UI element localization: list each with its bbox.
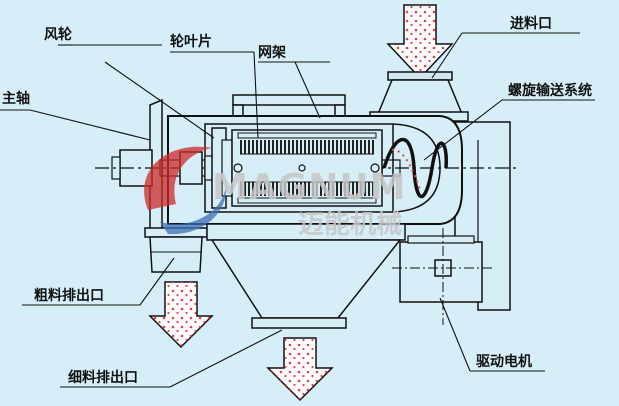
label-screen-frame: 网架 <box>258 45 286 61</box>
drive-motor <box>392 228 492 325</box>
label-blades: 轮叶片 <box>170 34 212 50</box>
screw-conveyor <box>382 137 448 199</box>
label-inlet: 进料口 <box>510 16 552 32</box>
magnum-logo-mark <box>144 146 227 235</box>
label-drive-motor: 驱动电机 <box>476 354 532 370</box>
fine-outlet-hopper <box>206 223 406 329</box>
fine-outlet-arrow <box>266 337 334 402</box>
leader-lines <box>0 32 595 388</box>
coarse-outlet-arrow <box>148 281 214 349</box>
label-fine-outlet: 细料排出口 <box>68 370 138 386</box>
inlet-arrow <box>386 4 454 80</box>
label-screw-conveyor: 螺旋输送系统 <box>508 83 592 99</box>
label-fan-wheel: 风轮 <box>44 27 72 43</box>
watermark-brand: MAGNUM <box>212 167 407 208</box>
inlet-hopper <box>369 71 469 122</box>
label-main-shaft: 主轴 <box>2 91 30 107</box>
screen-frame <box>231 129 383 207</box>
coarse-outlet-chute <box>144 227 208 273</box>
label-coarse-outlet: 粗料排出口 <box>34 288 104 304</box>
watermark-chinese: 迈能机械 <box>298 210 403 240</box>
